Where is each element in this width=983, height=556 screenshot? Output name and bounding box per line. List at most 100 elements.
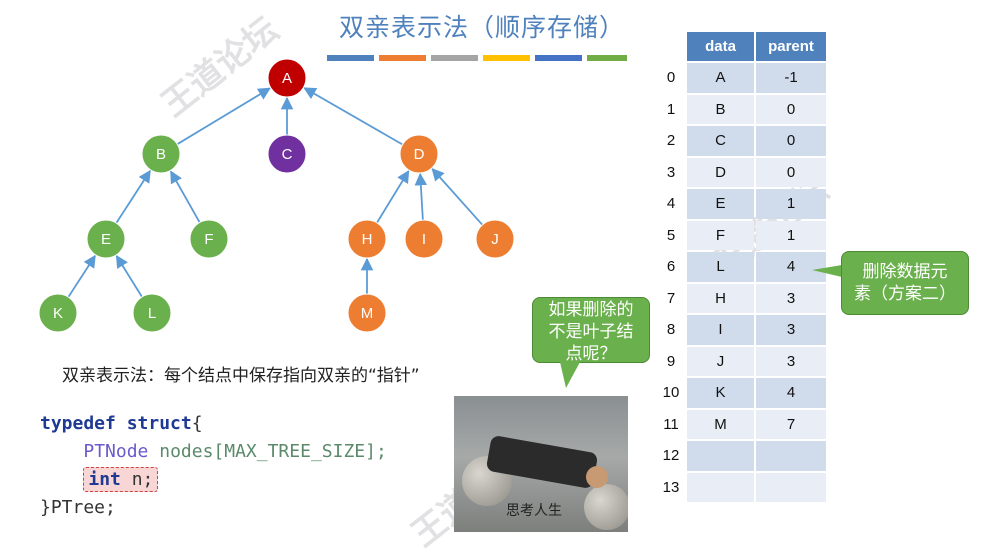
question-bubble: 如果删除的 不是叶子结 点呢？	[532, 297, 650, 364]
cell-data: B	[687, 94, 754, 124]
tree-node-i: I	[404, 219, 444, 259]
cell-data: E	[687, 189, 754, 219]
edge-l-to-e	[115, 254, 143, 298]
edge-h-to-d	[376, 169, 410, 224]
node-circle	[347, 293, 387, 333]
tree-node-h: H	[347, 219, 387, 259]
row-index: 4	[666, 195, 676, 213]
title-color-bar	[535, 55, 582, 61]
row-index: 13	[662, 478, 680, 496]
slide-title: 双亲表示法（顺序存储）	[338, 13, 625, 42]
table-row: 13	[657, 472, 826, 502]
row-index: 1	[666, 100, 676, 118]
node-label: A	[282, 70, 292, 87]
row-index: 7	[666, 289, 676, 307]
tree-node-j: J	[475, 219, 515, 259]
tree-node-l: L	[132, 293, 172, 333]
cell-data: A	[687, 63, 754, 93]
tree-node-f: F	[189, 219, 229, 259]
code-type-ptnode: PTNode	[83, 441, 149, 462]
row-index: 3	[666, 163, 676, 181]
row-index: 5	[666, 226, 676, 244]
title-color-bar	[587, 55, 627, 61]
cell-data: D	[687, 157, 754, 187]
cell-data: C	[687, 126, 754, 156]
node-label: H	[362, 231, 373, 248]
node-label: E	[101, 231, 111, 248]
node-circle	[189, 219, 229, 259]
cell-data: F	[687, 220, 754, 250]
title-color-bar	[431, 55, 478, 61]
row-index: 9	[666, 352, 676, 370]
code-n-field: n;	[120, 469, 154, 490]
node-circle	[38, 293, 78, 333]
bubble-line: 点呢？	[565, 344, 617, 364]
code-keyword-typedef: typedef	[40, 413, 116, 434]
delete-callout: 删除数据元 素（方案二）	[841, 251, 969, 315]
code-block: typedef struct{ PTNode nodes[MAX_TREE_SI…	[40, 410, 387, 522]
node-label: C	[282, 146, 293, 163]
cell-parent: 0	[756, 126, 826, 156]
row-index: 11	[663, 415, 679, 433]
tree-node-k: K	[38, 293, 78, 333]
cell-parent: 7	[756, 409, 826, 439]
tree-node-d: D	[399, 134, 439, 174]
edge-f-to-b	[170, 170, 201, 223]
cell-data: H	[687, 283, 754, 313]
bubble-line: 不是叶子结	[548, 322, 634, 342]
edge-b-to-a	[176, 87, 271, 145]
node-circle	[267, 134, 307, 174]
cell-data	[687, 472, 754, 502]
code-keyword-struct: struct	[126, 413, 192, 434]
node-circle	[86, 219, 126, 259]
node-circle	[404, 219, 444, 259]
cell-parent: 4	[756, 378, 826, 408]
bubble-line: 如果删除的	[548, 300, 634, 320]
node-label: J	[491, 231, 499, 248]
row-index: 8	[666, 321, 676, 339]
code-close: }PTree;	[40, 497, 116, 518]
thinking-photo: 思考人生	[454, 396, 628, 532]
cell-parent: 0	[756, 94, 826, 124]
header-data: data	[687, 32, 754, 61]
node-circle	[399, 134, 439, 174]
cell-parent: 1	[756, 220, 826, 250]
node-circle	[141, 134, 181, 174]
code-open-brace: {	[191, 413, 203, 434]
cell-data	[687, 441, 754, 471]
callout-line: 删除数据元	[862, 262, 948, 282]
code-nodes-field: nodes[MAX_TREE_SIZE];	[148, 441, 387, 462]
node-circle	[475, 219, 515, 259]
callout-tail	[812, 265, 842, 277]
cell-parent: 3	[756, 315, 826, 345]
row-index: 2	[666, 132, 676, 150]
table-corner	[657, 32, 685, 61]
row-index: 10	[662, 384, 680, 402]
row-index: 6	[666, 258, 676, 276]
code-highlighted-field: int n;	[83, 467, 159, 492]
title-color-bar	[379, 55, 426, 61]
cell-data: L	[687, 252, 754, 282]
edge-e-to-b	[115, 169, 151, 224]
node-label: M	[361, 305, 374, 322]
tree-node-e: E	[86, 219, 126, 259]
cell-data: M	[687, 409, 754, 439]
edge-d-to-a	[303, 87, 403, 146]
edge-j-to-d	[431, 167, 484, 226]
node-circle	[132, 293, 172, 333]
cell-parent: 3	[756, 346, 826, 376]
node-label: D	[414, 146, 425, 163]
bubble-tail	[560, 362, 580, 388]
cell-data: I	[687, 315, 754, 345]
cell-parent: 1	[756, 189, 826, 219]
